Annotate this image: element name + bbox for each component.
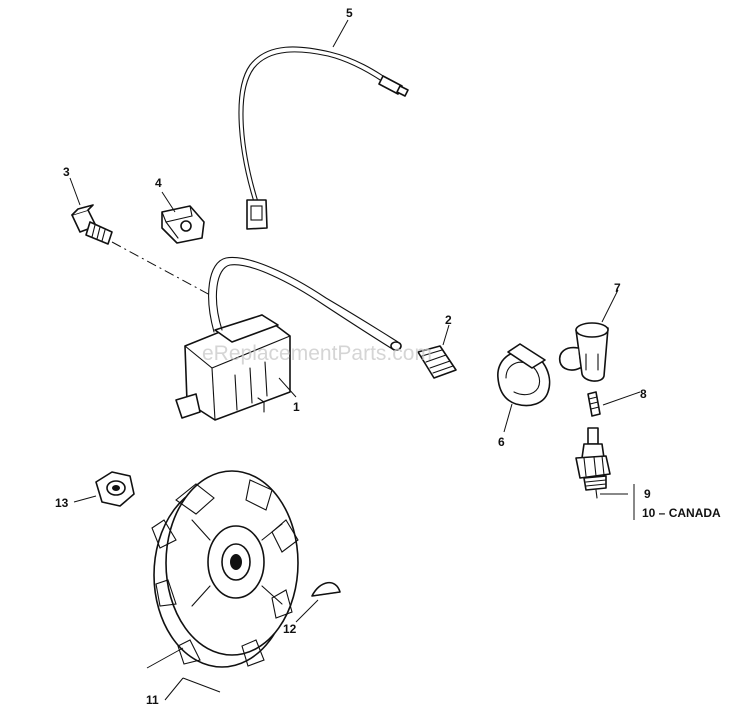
label-4: 4: [155, 176, 162, 190]
leader-11: [146, 647, 221, 701]
leader-9-10: [600, 484, 635, 520]
label-13: 13: [55, 496, 69, 510]
screw-icon: [71, 204, 113, 245]
label-5: 5: [346, 6, 353, 20]
watermark: eReplacementParts.com: [202, 342, 432, 365]
spring-icon-8: [587, 391, 601, 417]
label-11: 11: [146, 693, 159, 707]
leader-2: [442, 324, 450, 346]
terminal-icon: [497, 343, 551, 407]
label-1: 1: [293, 400, 300, 414]
label-9: 9: [644, 487, 651, 501]
leader-8: [602, 391, 641, 406]
label-2: 2: [445, 313, 452, 327]
label-10: 10 – CANADA: [642, 506, 721, 520]
flywheel-icon: [151, 470, 299, 668]
leader-1: [278, 377, 297, 398]
woodruff-key-icon: [311, 581, 341, 597]
leader-12: [295, 599, 319, 623]
label-7: 7: [614, 281, 621, 295]
leader-3: [69, 177, 81, 206]
spark-plug-boot-icon: [558, 322, 609, 382]
assembly-line: [111, 241, 213, 297]
spark-plug-icon: [575, 427, 611, 499]
leader-7: [601, 289, 619, 323]
ignition-coil-icon: [175, 256, 402, 421]
label-8: 8: [640, 387, 647, 401]
nut-icon: [95, 471, 135, 507]
stop-wire-icon: [238, 46, 409, 230]
label-6: 6: [498, 435, 505, 449]
leader-5: [332, 19, 349, 48]
leader-4: [161, 191, 176, 213]
grommet-icon: [161, 205, 205, 244]
label-3: 3: [63, 165, 70, 179]
leader-13: [73, 495, 97, 503]
leader-6: [503, 403, 513, 433]
label-12: 12: [283, 622, 297, 636]
spring-icon: [417, 345, 457, 379]
